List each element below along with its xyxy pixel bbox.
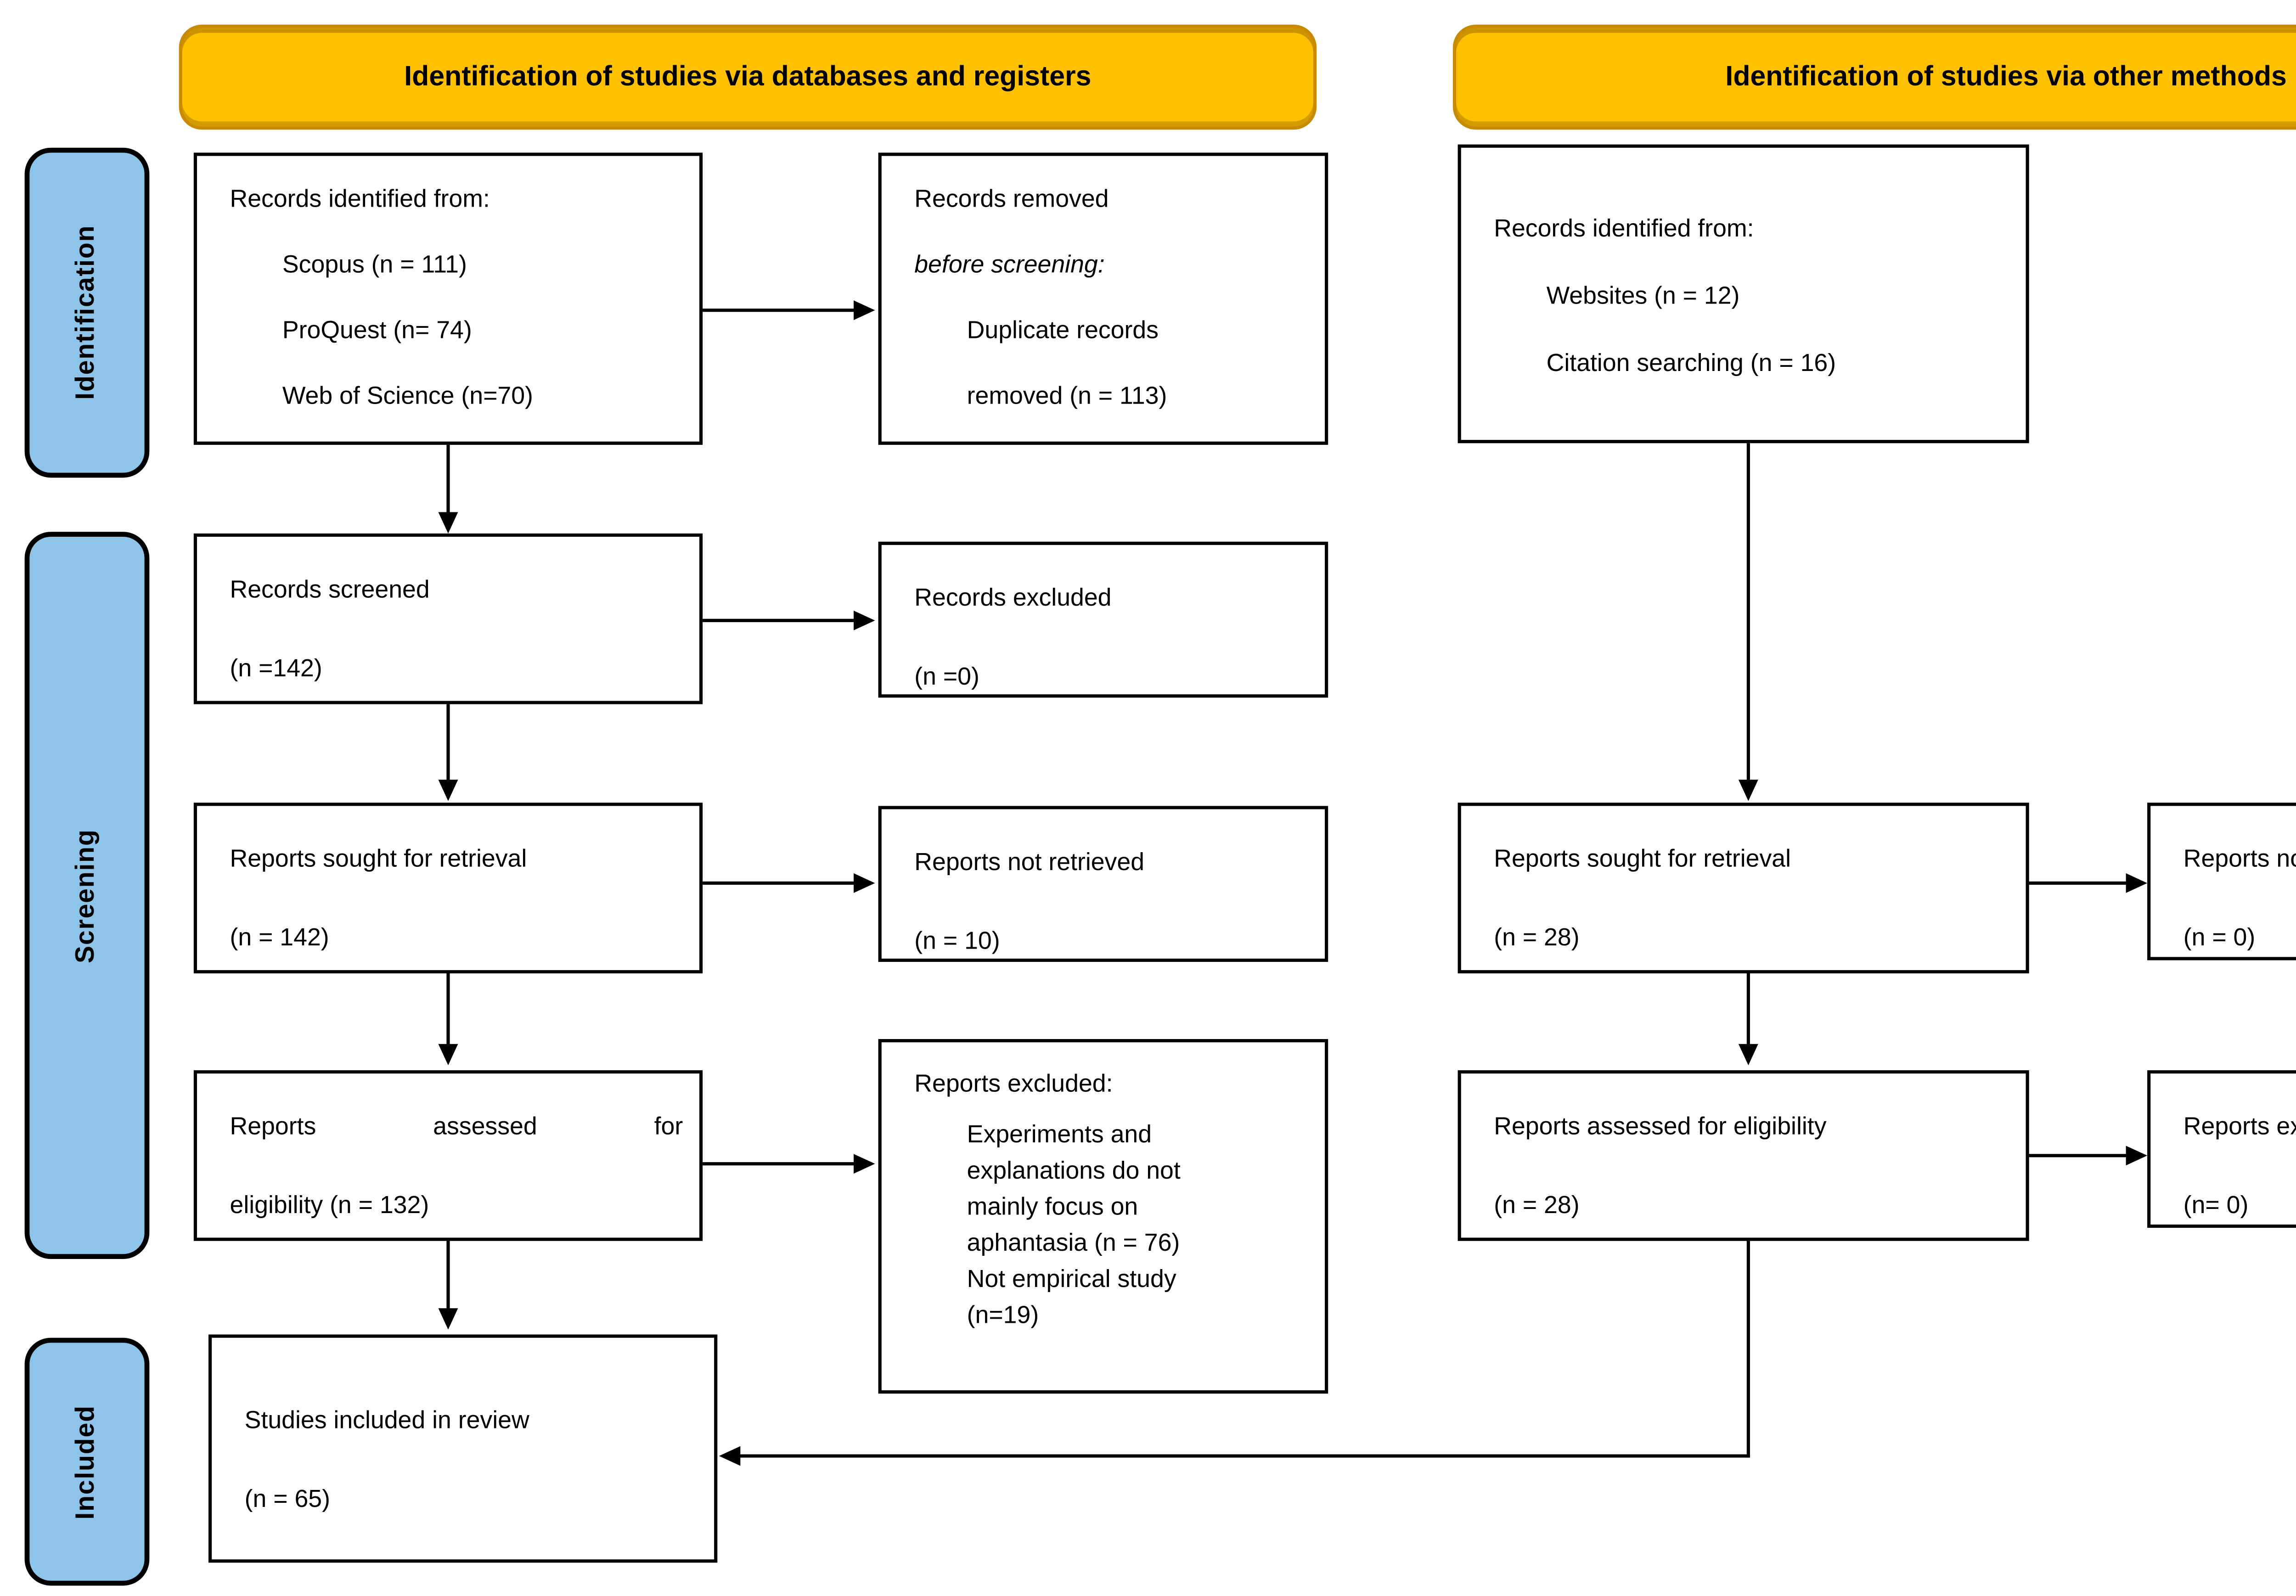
box-line: Records removed [914,185,1109,214]
box-line: Reports sought for retrieval [1494,845,1791,873]
arrow-head-down [1738,780,1758,801]
box-other-reports-assessed: Reports assessed for eligibility (n = 28… [1458,1070,2029,1241]
box-line: explanations do not [967,1157,1181,1186]
box-records-excluded: Records excluded (n =0) [878,541,1328,698]
box-line: (n = 142) [230,924,329,952]
arrow-head-down [438,512,458,534]
header-other-methods: Identification of studies via other meth… [1452,24,2296,130]
arrow-line [703,309,857,312]
arrow-line [446,973,450,1047]
arrow-line [1746,443,1750,783]
box-line: (n =0) [914,663,979,691]
box-line: (n =142) [230,655,322,683]
box-line: Web of Science (n=70) [282,382,533,410]
arrow-head-right [2126,873,2148,893]
box-line: (n = 10) [914,927,1000,955]
box-line: Reports not retrieved [2183,845,2296,873]
arrow-head-right [854,1154,875,1174]
arrow-head-down [438,780,458,801]
arrow-line [2029,881,2131,885]
box-line: ProQuest (n= 74) [282,316,472,345]
stage-included: Included [24,1337,150,1586]
box-line: Reports assessed for eligibility [1494,1113,1827,1141]
header-databases-label: Identification of studies via databases … [404,61,1092,92]
box-other-reports-not-retrieved: Reports not retrieved (n = 0) [2147,803,2296,961]
stage-identification: Identification [24,147,150,478]
stage-screening-label: Screening [72,828,101,963]
arrow-line [1746,973,1750,1047]
box-other-reports-sought: Reports sought for retrieval (n = 28) [1458,803,2029,973]
box-line: mainly focus on [967,1193,1138,1221]
box-reports-sought: Reports sought for retrieval (n = 142) [193,803,703,973]
box-line: Websites (n = 12) [1546,282,1740,310]
stage-included-label: Included [72,1404,101,1519]
arrow-line [738,1454,1750,1458]
box-line: Reports excluded: [2183,1113,2296,1141]
box-line: Studies included in review [244,1406,529,1435]
box-line: (n=19) [967,1301,1039,1330]
box-line: (n = 28) [1494,924,1580,952]
box-line: Not empirical study [967,1265,1176,1294]
arrow-head-right [2126,1146,2148,1166]
box-line: Scopus (n = 111) [282,251,467,279]
stage-screening: Screening [24,532,150,1259]
header-databases-registers: Identification of studies via databases … [179,24,1317,130]
box-records-removed: Records removed before screening: Duplic… [878,152,1328,445]
box-line: Reports assessed for [230,1113,683,1141]
box-line: Records screened [230,576,430,604]
arrow-line [703,618,857,622]
box-line: before screening: [914,251,1105,279]
box-line: (n = 0) [2183,924,2256,952]
box-other-reports-excluded: Reports excluded: (n= 0) [2147,1070,2296,1228]
stage-identification-label: Identification [72,225,101,400]
arrow-line [1746,1241,1750,1458]
box-other-records-identified: Records identified from: Websites (n = 1… [1458,144,2029,444]
arrow-head-left [719,1446,741,1466]
box-line: Records identified from: [1494,215,1754,243]
arrow-line [446,704,450,783]
box-line: aphantasia (n = 76) [967,1229,1180,1258]
arrow-head-right [854,610,875,630]
arrow-line [703,881,857,885]
arrow-line [446,1241,450,1312]
arrow-head-down [1738,1044,1758,1066]
box-reports-not-retrieved: Reports not retrieved (n = 10) [878,806,1328,962]
box-line: Experiments and [967,1121,1152,1149]
arrow-head-right [854,300,875,320]
box-reports-assessed: Reports assessed for eligibility (n = 13… [193,1070,703,1241]
box-line: Records identified from: [230,185,490,214]
box-line: (n = 28) [1494,1191,1580,1220]
box-line: Citation searching (n = 16) [1546,349,1836,378]
box-line: Reports sought for retrieval [230,845,527,873]
box-line: Reports not retrieved [914,849,1145,877]
header-other-methods-label: Identification of studies via other meth… [1725,61,2287,92]
box-studies-included: Studies included in review (n = 65) [208,1334,718,1563]
box-line: (n= 0) [2183,1191,2249,1220]
box-line: Reports excluded: [914,1070,1113,1098]
box-line: Duplicate records [967,316,1159,345]
arrow-head-right [854,873,875,893]
box-records-screened: Records screened (n =142) [193,533,703,704]
arrow-line [446,444,450,516]
box-line: (n = 65) [244,1485,331,1514]
box-db-records-identified: Records identified from: Scopus (n = 111… [193,152,703,445]
arrow-line [703,1162,857,1166]
box-reports-excluded-detail: Reports excluded: Experiments and explan… [878,1039,1328,1394]
box-line: removed (n = 113) [967,382,1167,410]
box-line: Records excluded [914,584,1112,613]
box-line: eligibility (n = 132) [230,1191,429,1220]
arrow-head-down [438,1308,458,1330]
arrow-line [2029,1154,2131,1158]
arrow-head-down [438,1044,458,1066]
